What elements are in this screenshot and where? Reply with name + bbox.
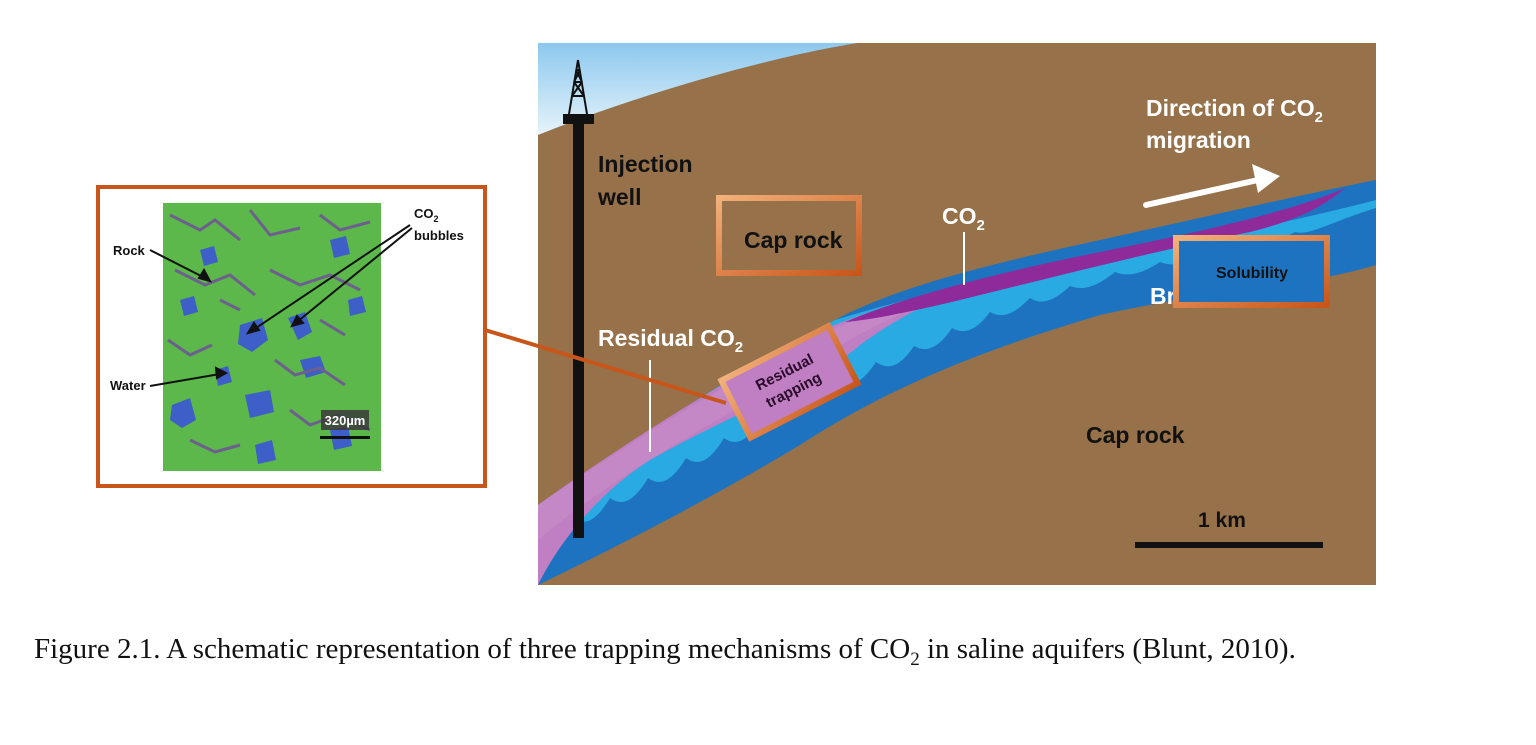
micrograph-co2-text: CO bbox=[414, 206, 434, 221]
micrograph-water-label: Water bbox=[110, 378, 146, 393]
caption-text-before: Figure 2.1. A schematic representation o… bbox=[34, 633, 911, 665]
residual-co2-label: Residual CO2 bbox=[598, 325, 743, 356]
scale-bar-label: 1 km bbox=[1198, 509, 1246, 532]
solubility-highlight: Solubility bbox=[1173, 235, 1330, 308]
figure-caption: Figure 2.1. A schematic representation o… bbox=[34, 632, 1474, 677]
solubility-label: Solubility bbox=[1216, 265, 1288, 282]
direction-label-sub: 2 bbox=[1315, 109, 1323, 126]
sky bbox=[538, 43, 858, 135]
residual-co2-label-sub: 2 bbox=[735, 339, 743, 356]
injection-well-label-1: Injection bbox=[598, 151, 693, 177]
solubility-box bbox=[1173, 235, 1330, 308]
migration-arrow-icon bbox=[1143, 164, 1280, 208]
injection-well bbox=[563, 59, 594, 538]
co2-label: CO2 bbox=[942, 203, 985, 234]
cap-rock-highlight-box bbox=[716, 195, 862, 276]
micrograph-pointers bbox=[149, 224, 413, 387]
micrograph-water-channels bbox=[167, 209, 371, 454]
micrograph-co2-sub: 2 bbox=[434, 214, 439, 224]
micrograph-rock-label: Rock bbox=[113, 243, 146, 258]
micrograph-bubbles-label: bubbles bbox=[414, 228, 464, 243]
residual-co2-label-text: Residual CO bbox=[598, 325, 735, 351]
derrick-icon bbox=[568, 59, 588, 115]
direction-label-2: migration bbox=[1146, 127, 1251, 153]
pore-micrograph-inset: 320µm Rock Water CO2 bubbles bbox=[96, 185, 487, 488]
brine-layer bbox=[538, 180, 1376, 585]
direction-label-1: Direction of CO2 bbox=[1146, 95, 1323, 126]
co2-label-text: CO bbox=[942, 203, 977, 229]
co2-label-sub: 2 bbox=[977, 217, 985, 234]
residual-trapping-highlight: Residual trapping bbox=[717, 322, 862, 442]
cap-rock-lower-label: Cap rock bbox=[1086, 422, 1185, 448]
micrograph-pores bbox=[170, 236, 366, 464]
direction-label-text: Direction of CO bbox=[1146, 95, 1315, 121]
micrograph-scale-bg bbox=[321, 410, 369, 430]
cap-rock-upper-label: Cap rock bbox=[744, 227, 843, 253]
caption-text-after: in saline aquifers (Blunt, 2010). bbox=[919, 633, 1296, 665]
co2-plume bbox=[845, 188, 1345, 322]
residual-trapping-box bbox=[717, 322, 862, 442]
micrograph-scale-bar bbox=[320, 436, 370, 439]
callout-connector bbox=[484, 328, 727, 405]
micrograph-scale-label: 320µm bbox=[325, 413, 366, 428]
caption-sub: 2 bbox=[910, 648, 920, 670]
micrograph-co2-label: CO2 bbox=[414, 206, 439, 224]
aquifer-cross-section bbox=[538, 43, 1376, 585]
scale-bar bbox=[1135, 542, 1323, 548]
injection-well-label-2: well bbox=[597, 184, 641, 210]
